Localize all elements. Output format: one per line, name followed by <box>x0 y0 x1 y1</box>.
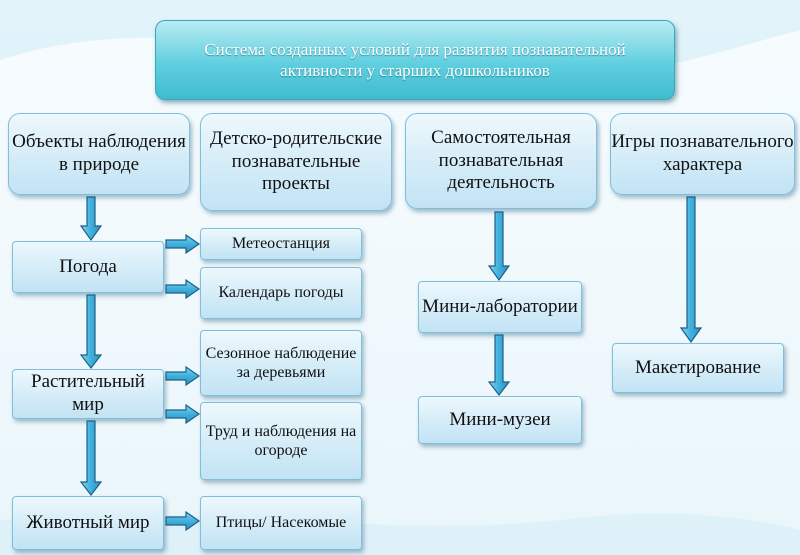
category-projects: Детско-родительские познавательные проек… <box>200 113 392 211</box>
category-independent: Самостоятельная познавательная деятельно… <box>405 113 597 209</box>
games-item-modeling: Макетирование <box>612 343 784 393</box>
nature-item-animals: Животный мир <box>12 496 164 550</box>
plant-item: Труд и наблюдения на огороде <box>200 402 362 480</box>
independent-item-mini-museums: Мини-музеи <box>418 396 582 444</box>
diagram-title: Система созданных условий для развития п… <box>155 20 675 100</box>
animal-item: Птицы/ Насекомые <box>200 496 362 550</box>
weather-item: Календарь погоды <box>200 267 362 319</box>
category-games: Игры познавательного характера <box>610 113 795 195</box>
independent-item-mini-labs: Мини-лаборатории <box>418 281 582 333</box>
plant-item: Сезонное наблюдение за деревьями <box>200 330 362 396</box>
nature-item-weather: Погода <box>12 241 164 293</box>
weather-item: Метеостанция <box>200 228 362 260</box>
category-nature: Объекты наблюдения в природе <box>8 113 190 195</box>
nature-item-plants: Растительный мир <box>12 369 164 419</box>
